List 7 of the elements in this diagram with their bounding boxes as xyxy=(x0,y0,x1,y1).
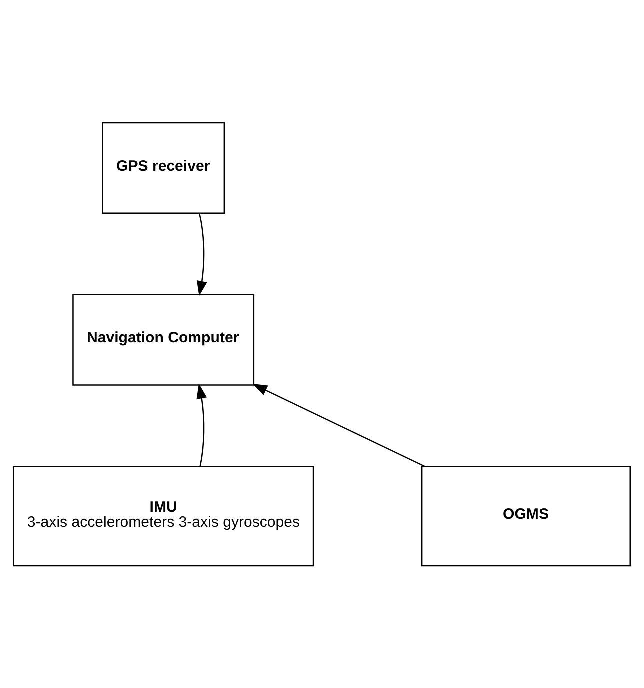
arrow xyxy=(196,212,208,296)
arrow xyxy=(252,383,426,467)
node-box: IMU 3-axis accelerometers 3-axis gyroscopes xyxy=(13,466,314,566)
node-box: OGMS xyxy=(421,466,631,566)
arrow xyxy=(196,383,208,466)
node-box: GPS receiver xyxy=(102,122,226,214)
node-box: Navigation Computer xyxy=(72,294,255,386)
